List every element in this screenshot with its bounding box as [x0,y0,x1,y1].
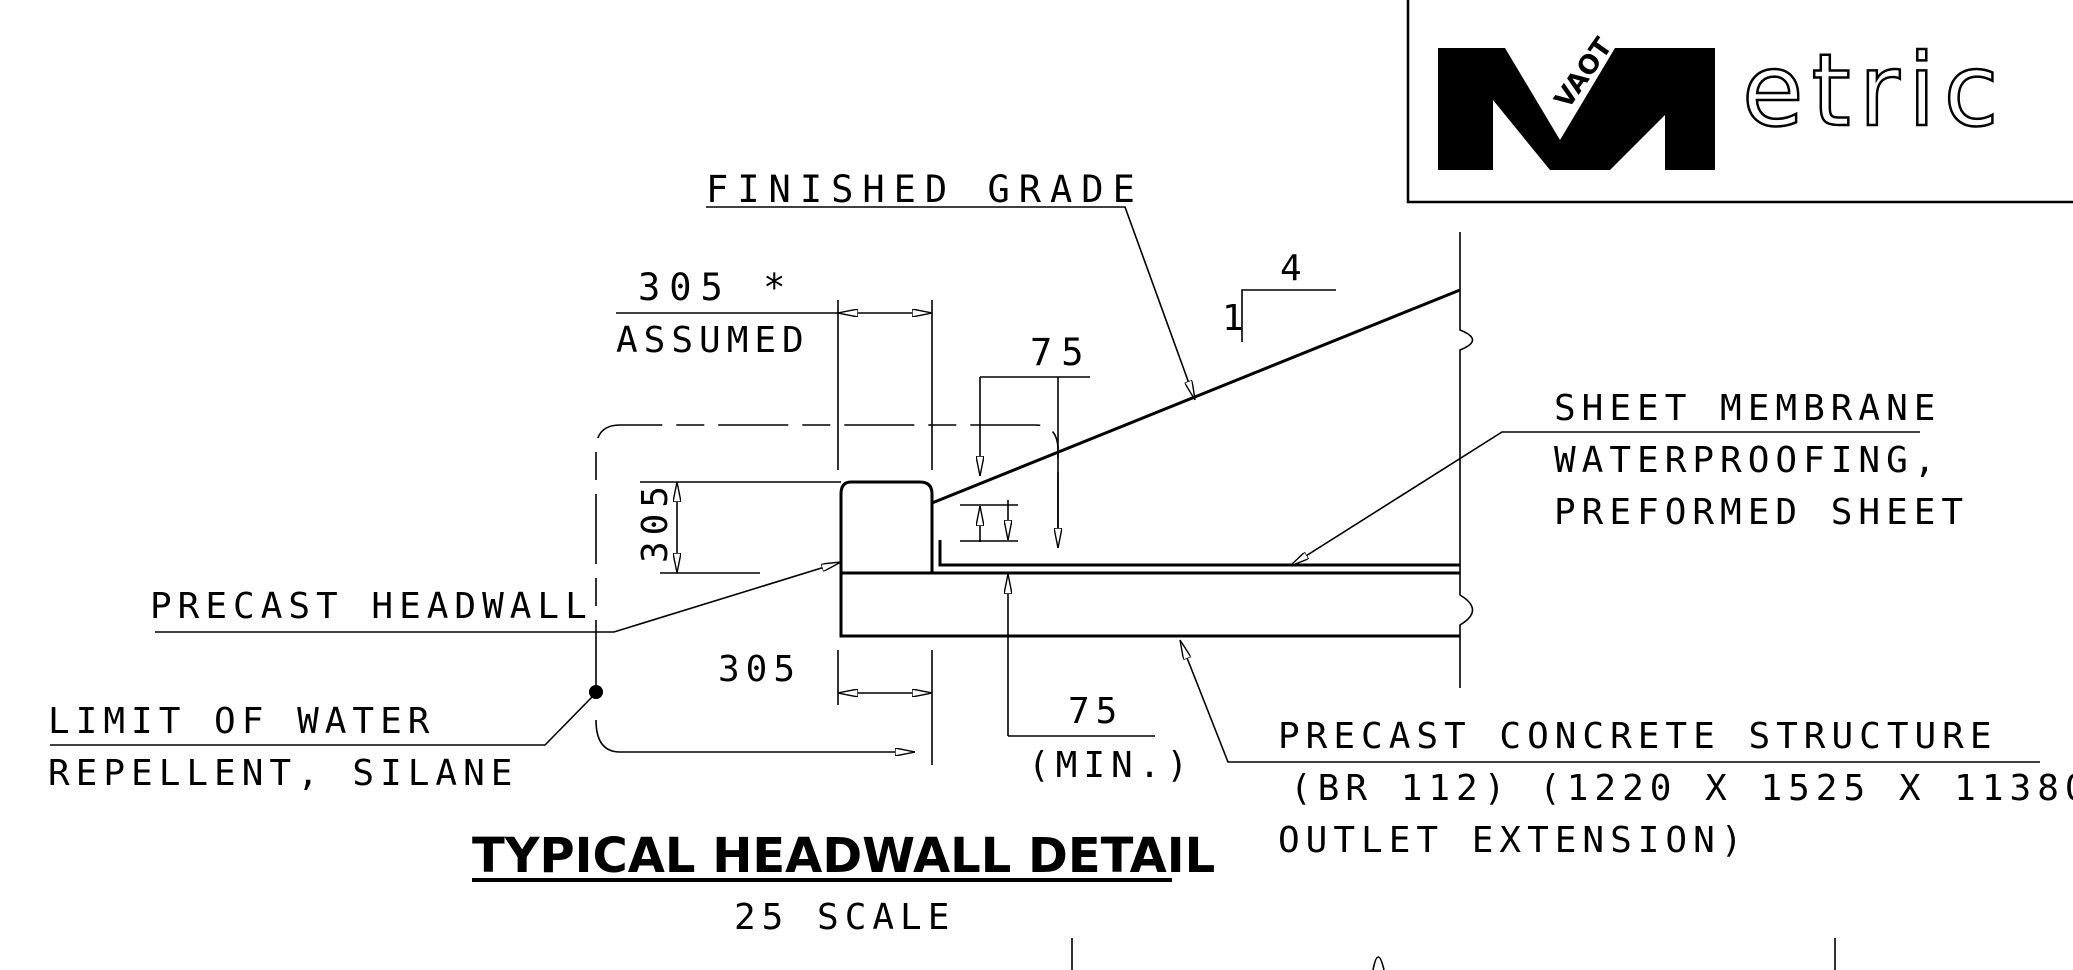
sheet-membrane-line1: SHEET MEMBRANE [1554,388,1941,429]
finished-grade-label: FINISHED GRADE [706,168,1144,211]
headwall-block [839,480,934,575]
dimensions: 305 * ASSUMED 1 4 305 75 305 7 [616,248,1336,786]
limit-arrow-line [595,719,915,752]
break-line [1459,232,1474,688]
dim-75-top: 75 [1030,331,1093,374]
sheet-membrane-line3: PREFORMED SHEET [1554,492,1969,533]
logo-frame [1406,0,2073,204]
dim-305-vertical: 305 [635,480,676,563]
slope-indicator [1241,289,1336,342]
precast-structure-line1: PRECAST CONCRETE STRUCTURE [1278,716,1998,757]
membrane [938,540,1460,567]
assumed-label: ASSUMED [616,320,810,361]
logo: VAOT etric [1406,0,2073,204]
adjacent-detail-fragment [1071,938,1836,970]
limit-water-line2: REPELLENT, SILANE [48,753,518,794]
logo-m-icon [1438,48,1715,170]
dim-305-assumed: 305 * [638,266,794,309]
structure-slab [839,573,1460,638]
dim-75-bottom: 75 [1068,691,1123,732]
sheet-membrane-line2: WATERPROOFING, [1554,440,1941,481]
limit-water-line1: LIMIT OF WATER [48,701,435,742]
title-block: TYPICAL HEADWALL DETAIL 25 SCALE [472,828,1215,938]
dim-min-label: (MIN.) [1028,745,1194,786]
detail-scale: 25 SCALE [734,897,955,938]
logo-wordmark: etric [1742,32,2007,149]
water-repellent-limit [595,424,1059,690]
precast-structure-line3: OUTLET EXTENSION) [1278,820,1748,861]
slope-rise: 1 [1222,298,1250,339]
finished-grade-line [931,288,1461,505]
callouts: FINISHED GRADE SHEET MEMBRANE WATERPROOF… [48,168,2073,861]
slope-run: 4 [1280,248,1308,289]
precast-headwall-label: PRECAST HEADWALL [150,586,593,627]
detail-title: TYPICAL HEADWALL DETAIL [472,828,1215,884]
dim-305-bottom: 305 [718,649,801,690]
precast-structure-line2: (BR 112) (1220 X 1525 X 11380 [1290,768,2073,809]
